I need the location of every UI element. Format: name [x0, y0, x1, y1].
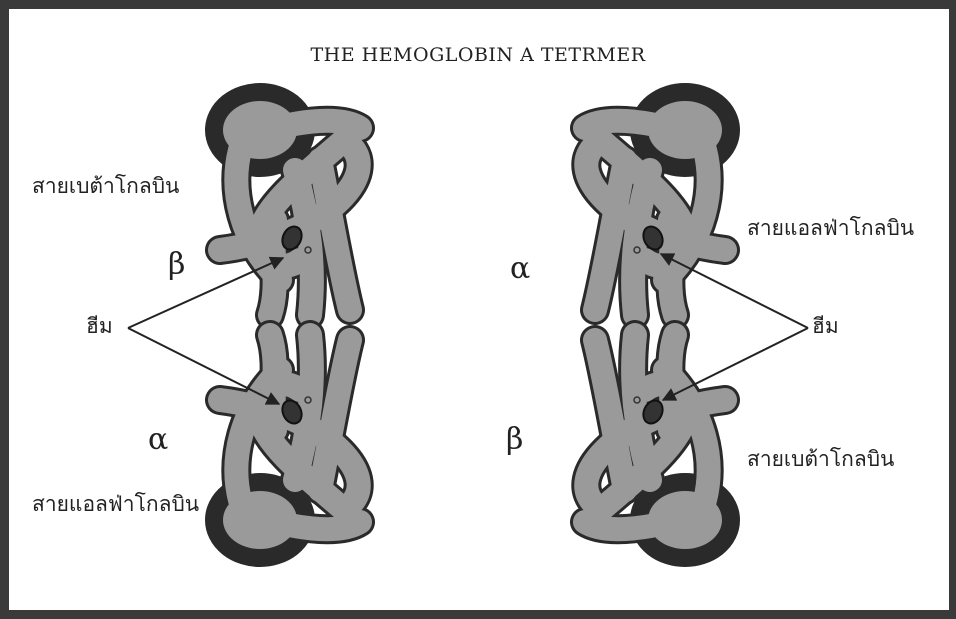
alpha-chain-label-bottom-left: สายแอลฟ่าโกลบิน: [32, 494, 199, 515]
beta-chain-label-bottom-right: สายเบต้าโกลบิน: [747, 449, 894, 470]
beta-symbol-top-left: β: [168, 250, 185, 280]
beta-symbol-bottom-right: β: [506, 425, 523, 455]
alpha-symbol-top-right: α: [510, 254, 530, 284]
heme-label-right: ฮีม: [812, 316, 839, 337]
heme-label-left: ฮีม: [86, 316, 113, 337]
alpha-subunit-top-right: [585, 98, 725, 315]
alpha-chain-label-top-right: สายแอลฟ่าโกลบิน: [747, 218, 914, 239]
beta-subunit-bottom-right: [585, 335, 725, 552]
beta-chain-label-top-left: สายเบต้าโกลบิน: [32, 176, 179, 197]
alpha-symbol-bottom-left: α: [148, 425, 168, 455]
alpha-subunit-bottom-left: [220, 335, 360, 552]
figure-title: THE HEMOGLOBIN A TETRMER: [0, 46, 956, 65]
beta-subunit-top-left: [220, 98, 360, 315]
